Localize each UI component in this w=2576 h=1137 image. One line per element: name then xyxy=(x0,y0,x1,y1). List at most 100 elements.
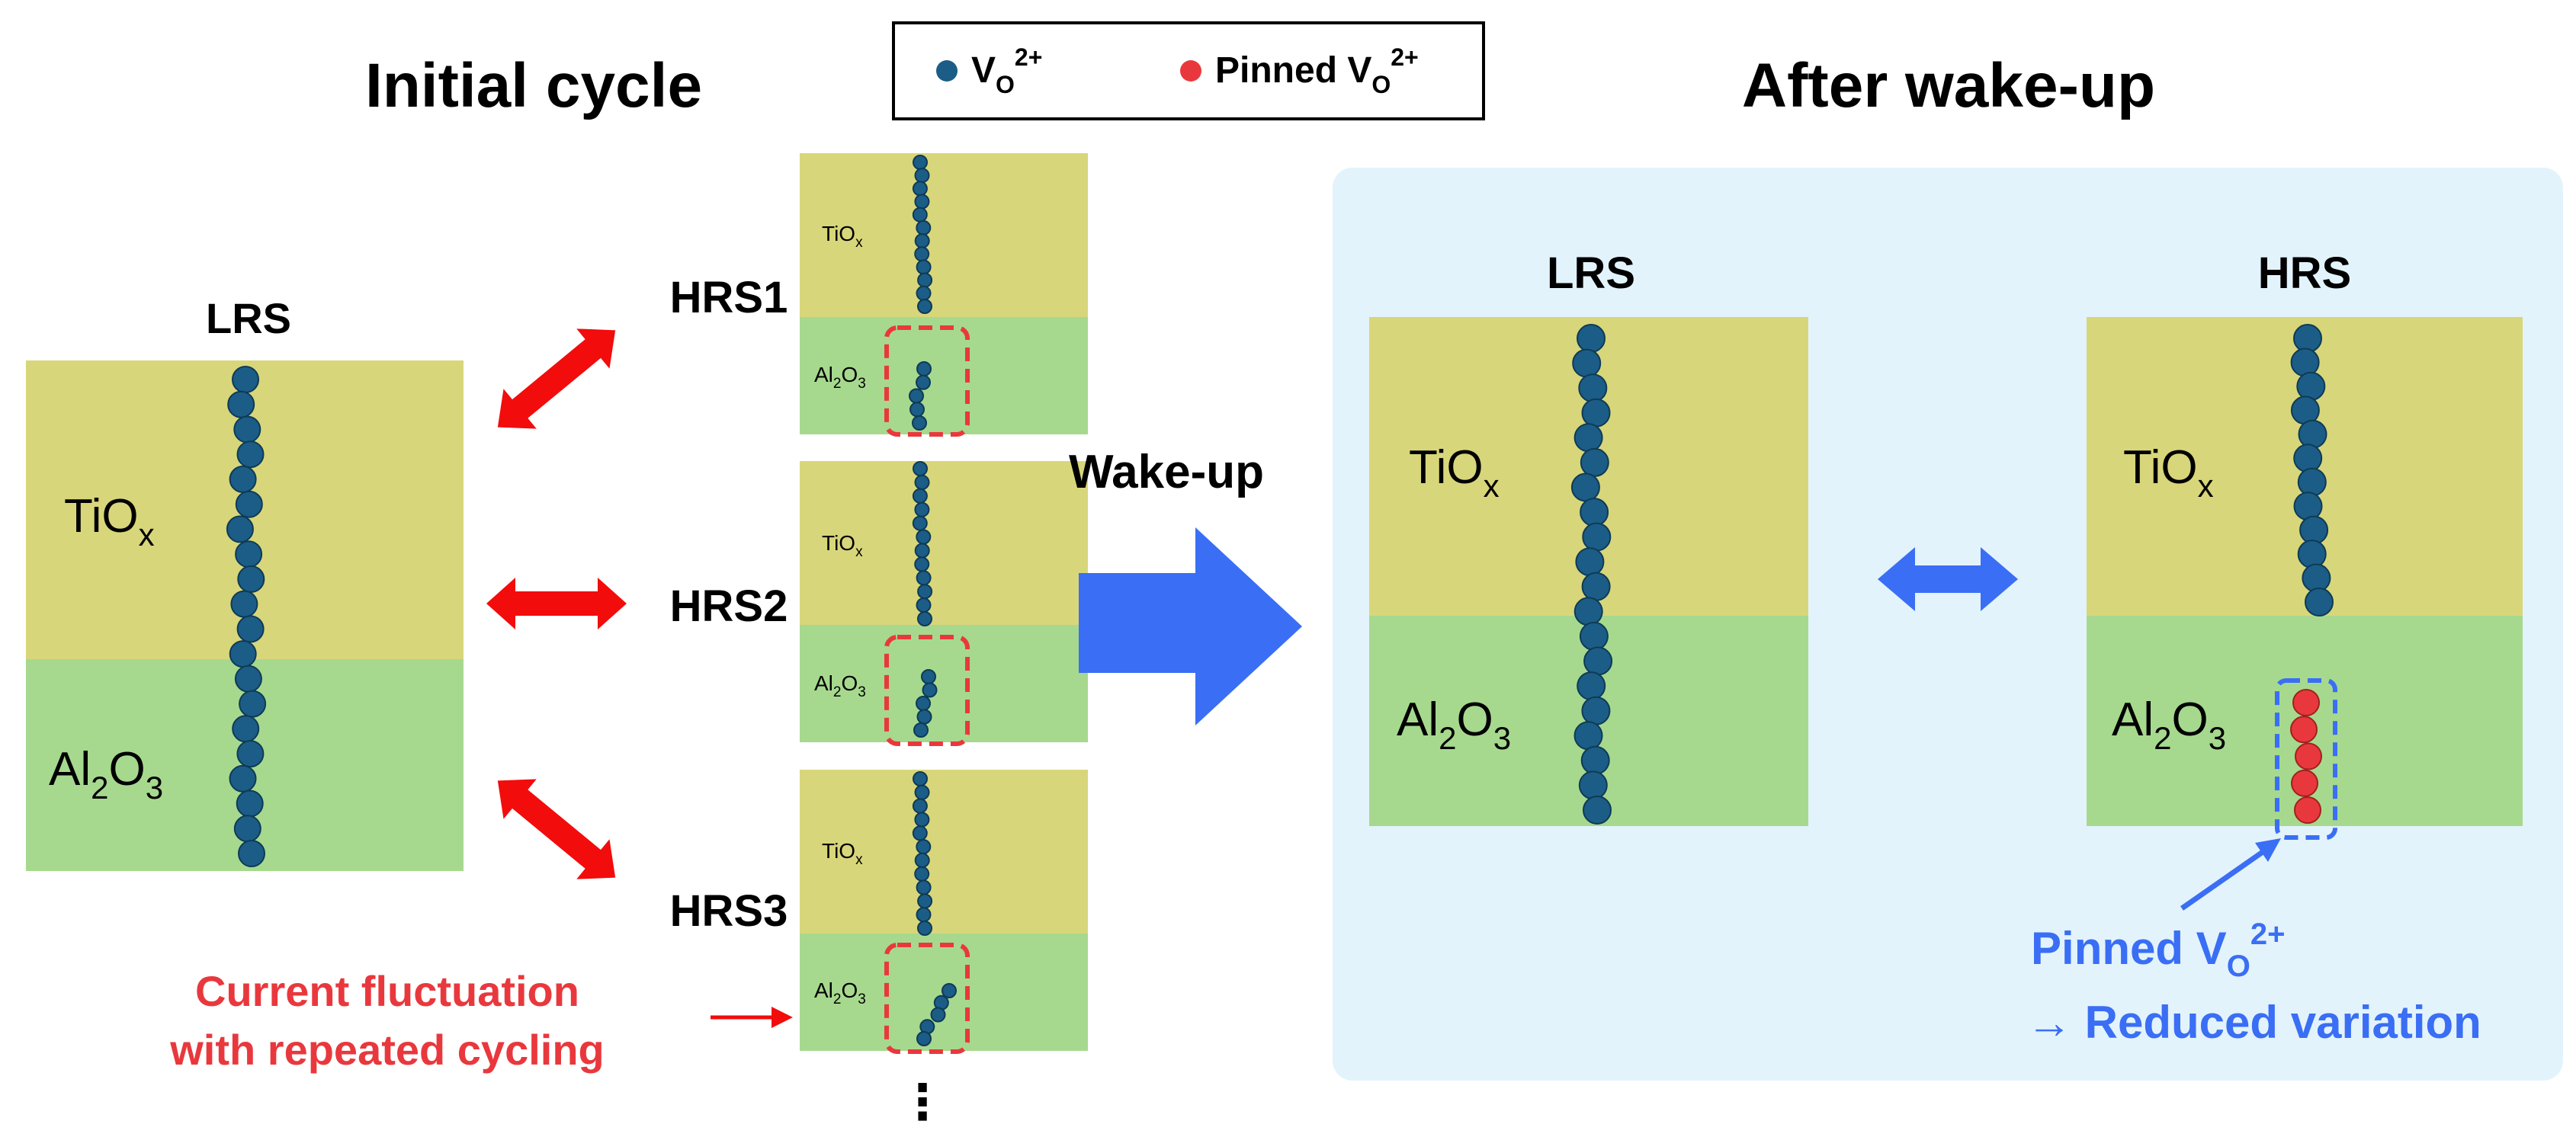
after-hrs-vacancy-3 xyxy=(2296,371,2326,401)
after-lrs-vacancy-20 xyxy=(1583,796,1612,825)
after-hrs-al2o3-text: Al2O3 xyxy=(2112,693,2226,756)
legend-vo-label: VO2+ xyxy=(971,43,1042,98)
initial-lrs-vacancy-15 xyxy=(232,715,260,743)
after-hrs-vacancy-12 xyxy=(2305,588,2334,617)
initial-lrs-vacancy-20 xyxy=(238,840,265,867)
initial-lrs-tiox-text: TiOx xyxy=(64,490,155,552)
after-hrs-vacancy-2 xyxy=(2290,348,2320,377)
hrs2-al2o3-layer xyxy=(800,625,1088,742)
initial-lrs-vacancy-8 xyxy=(235,540,263,568)
hrs3-label: HRS3 xyxy=(670,886,788,936)
wake-up-arrow xyxy=(1079,527,1302,725)
after-lrs-vacancy-4 xyxy=(1581,398,1611,428)
hrs2-vacancy-12 xyxy=(917,611,932,626)
hrs1-vacancy-3 xyxy=(912,181,928,197)
after-hrs-blue-dashed-box xyxy=(2275,678,2337,840)
hrs1-label: HRS1 xyxy=(670,273,788,322)
initial-lrs-vacancy-10 xyxy=(230,590,258,618)
initial-lrs-vacancy-14 xyxy=(239,690,267,718)
hrs1-al2o3-layer xyxy=(800,317,1088,434)
reduced-variation-annotation: → Reduced variation xyxy=(2026,997,2481,1048)
after-lrs-vacancy-17 xyxy=(1574,721,1603,751)
initial-lrs-vacancy-13 xyxy=(234,665,262,693)
after-hrs-pinned-vacancies xyxy=(2290,689,2322,824)
hrs2-filament xyxy=(912,461,938,738)
hrs2-device: TiOx Al2O3 xyxy=(800,461,1088,746)
hrs2-red-dashed-box xyxy=(884,635,970,746)
after-hrs-tiox-text: TiOx xyxy=(2123,441,2214,504)
after-lrs-al2o3-text: Al2O3 xyxy=(1397,693,1511,756)
hrs3-filament xyxy=(912,771,957,1046)
hrs3-vacancy-12 xyxy=(917,921,932,936)
initial-lrs-vacancy-19 xyxy=(233,815,261,843)
initial-lrs-vacancy-11 xyxy=(236,615,265,643)
hrs1-vacancy-5 xyxy=(912,207,928,223)
after-lrs-vacancy-11 xyxy=(1581,572,1611,601)
hrs1-al2o3-vacancy-2 xyxy=(916,374,931,390)
initial-lrs-label: LRS xyxy=(206,294,291,342)
hrs1-vacancy-4 xyxy=(914,194,930,210)
hrs1-filament xyxy=(909,155,933,431)
hrs2-vacancy-9 xyxy=(916,570,932,586)
after-hrs-vacancy-7 xyxy=(2297,467,2327,497)
initial-lrs-filament xyxy=(226,366,267,867)
after-lrs-vacancy-10 xyxy=(1575,547,1605,577)
hrs1-al2o3-vacancy-5 xyxy=(912,415,927,431)
hrs1-vacancy-12 xyxy=(917,299,932,314)
hrs2-vacancy-1 xyxy=(913,461,928,476)
after-lrs-vacancy-8 xyxy=(1580,498,1609,527)
hrs1-al2o3-vacancy-3 xyxy=(909,388,924,404)
after-lrs-vacancy-13 xyxy=(1579,621,1609,651)
after-lrs-device: LRS TiOx Al2O3 xyxy=(1369,248,1808,826)
hrs2-vacancy-11 xyxy=(916,597,932,613)
hrs3-vacancy-4 xyxy=(914,812,930,828)
after-lrs-vacancy-19 xyxy=(1578,770,1608,800)
hrs3-al2o3-vacancy-1 xyxy=(942,983,957,998)
hrs3-vacancy-9 xyxy=(916,879,932,895)
hrs2-vacancy-5 xyxy=(912,515,928,531)
pinned-vo-annotation: Pinned VO2+ xyxy=(2031,918,2285,983)
hrs3-vacancy-7 xyxy=(914,852,930,868)
wake-up-label: Wake-up xyxy=(1069,446,1264,498)
legend-pinned-label: Pinned VO2+ xyxy=(1215,43,1419,98)
hrs1-vacancy-11 xyxy=(916,285,932,301)
hrs3-vacancy-2 xyxy=(914,784,930,800)
after-hrs-vacancy-4 xyxy=(2290,396,2320,425)
hrs1-vacancy-1 xyxy=(913,155,928,170)
initial-lrs-vacancy-5 xyxy=(229,465,257,493)
initial-lrs-vacancy-18 xyxy=(236,789,264,818)
after-hrs-vacancy-9 xyxy=(2299,515,2329,545)
hrs2-vacancy-7 xyxy=(914,543,930,559)
initial-lrs-vacancy-16 xyxy=(236,740,265,768)
after-hrs-filament xyxy=(2290,324,2334,617)
hrs3-al2o3-vacancy-3 xyxy=(930,1007,946,1023)
hrs3-vacancy-10 xyxy=(917,893,933,909)
hrs2-al2o3-vacancy-2 xyxy=(922,682,938,698)
fluctuation-line-1: Current fluctuation xyxy=(195,967,579,1015)
hrs2-tiox-layer xyxy=(800,461,1088,625)
initial-lrs-vacancy-2 xyxy=(227,390,255,418)
initial-lrs-vacancy-7 xyxy=(226,515,254,543)
hrs1-red-dashed-box xyxy=(884,325,970,437)
red-double-arrow-3 xyxy=(497,779,616,879)
after-hrs-label: HRS xyxy=(2258,248,2351,298)
hrs3-red-dashed-box xyxy=(884,943,970,1054)
after-lrs-vacancy-14 xyxy=(1583,646,1613,676)
initial-lrs-vacancy-3 xyxy=(233,415,261,444)
after-lrs-vacancy-12 xyxy=(1574,597,1603,626)
pinned-pointer-arrow xyxy=(2180,838,2281,911)
hrs2-al2o3-text: Al2O3 xyxy=(814,671,866,700)
hrs2-vacancy-6 xyxy=(916,529,932,545)
hrs3-vacancy-3 xyxy=(912,798,928,814)
after-hrs-device: HRS TiOx Al2O3 xyxy=(2087,248,2523,840)
hrs1-vacancy-10 xyxy=(917,272,933,288)
initial-lrs-al2o3-text: Al2O3 xyxy=(49,743,163,806)
after-lrs-tiox-text: TiOx xyxy=(1409,441,1500,504)
hrs1-vacancy-2 xyxy=(914,168,930,184)
hrs3-vacancy-5 xyxy=(912,825,928,841)
red-double-arrow-2 xyxy=(486,578,627,629)
hrs3-vacancy-6 xyxy=(916,839,932,855)
after-hrs-vacancy-5 xyxy=(2298,419,2327,449)
hrs1-tiox-layer xyxy=(800,153,1088,317)
